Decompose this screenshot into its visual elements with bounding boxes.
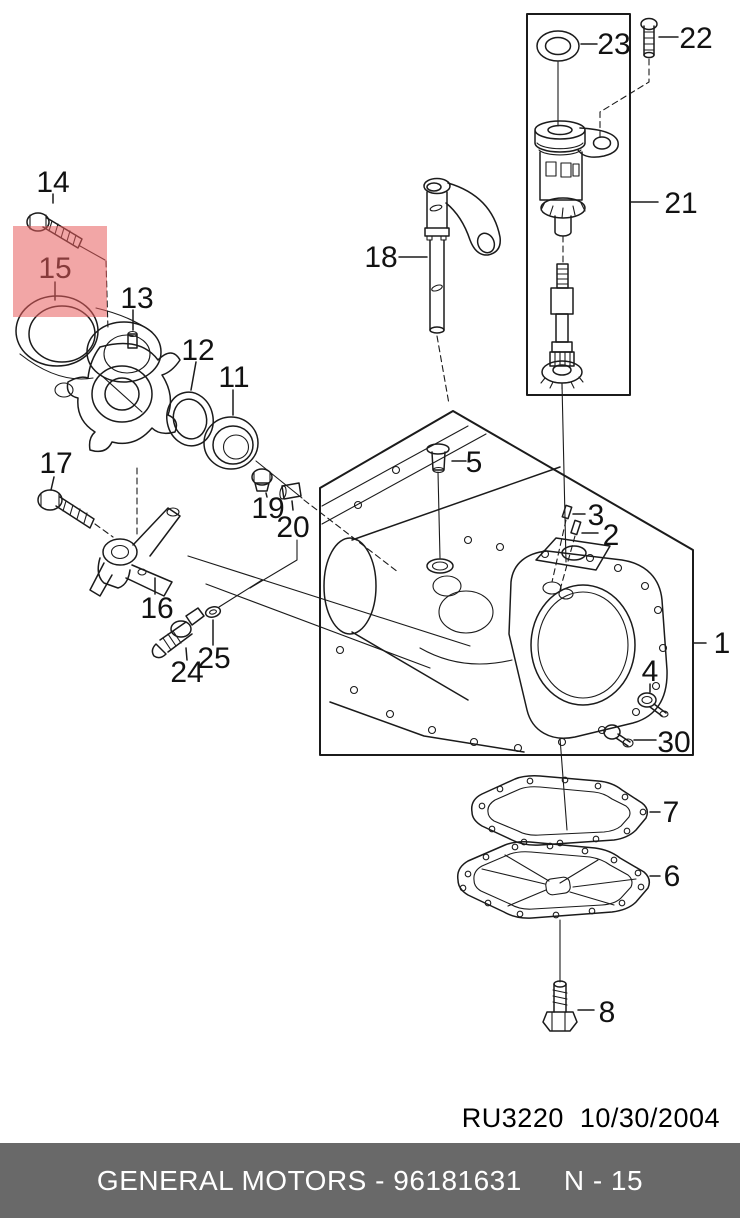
callout-16[interactable]: 16 xyxy=(140,592,173,625)
part-5-breather-plug xyxy=(426,443,467,574)
part-1-transaxle-case xyxy=(187,425,669,831)
part-7-pan-gasket xyxy=(470,775,661,847)
callout-3[interactable]: 3 xyxy=(588,499,605,532)
part-25-ring xyxy=(204,579,263,646)
part-6-oil-pan xyxy=(456,841,661,983)
part-1-case-box xyxy=(319,410,707,756)
callout-6[interactable]: 6 xyxy=(664,860,681,893)
highlight-part-15[interactable] xyxy=(13,226,107,317)
case-bolt-holes xyxy=(335,465,668,753)
drawing-date: 10/30/2004 xyxy=(579,1103,720,1133)
part-11-bearing xyxy=(203,389,303,499)
callout-labels: 1 2 3 4 5 6 7 8 11 12 13 14 15 16 17 18 … xyxy=(36,22,730,1029)
callout-20[interactable]: 20 xyxy=(276,511,309,544)
callout-19[interactable]: 19 xyxy=(251,492,284,525)
part-8-drain-bolt xyxy=(542,980,595,1032)
footer-brand-partnumber: GENERAL MOTORS - 96181631 xyxy=(96,1164,522,1196)
callout-8[interactable]: 8 xyxy=(599,996,616,1029)
part-21-speed-sensor-box xyxy=(526,13,679,563)
callout-23[interactable]: 23 xyxy=(597,28,630,61)
part-12-seal-ring xyxy=(166,361,214,447)
part-17-bolt xyxy=(37,476,114,538)
part-16-shift-fork xyxy=(89,467,181,597)
callout-30[interactable]: 30 xyxy=(657,726,690,759)
callout-2[interactable]: 2 xyxy=(603,519,620,552)
footer-bar: GENERAL MOTORS - 96181631 N - 15 xyxy=(0,1143,740,1218)
part-4-bolt xyxy=(637,683,669,718)
part-30-bolt xyxy=(603,724,657,748)
callout-17[interactable]: 17 xyxy=(39,447,72,480)
callout-18[interactable]: 18 xyxy=(364,241,397,274)
part-2-pin xyxy=(559,519,599,591)
callout-21[interactable]: 21 xyxy=(664,187,697,220)
part-20-pin xyxy=(249,482,302,589)
callout-14[interactable]: 14 xyxy=(36,166,69,199)
callout-11[interactable]: 11 xyxy=(218,361,249,394)
callout-1[interactable]: 1 xyxy=(714,627,731,660)
callout-13[interactable]: 13 xyxy=(120,282,153,315)
part-22-bolt xyxy=(599,17,679,139)
drawing-code: RU3220 xyxy=(461,1103,564,1133)
part-18-oil-guide-tube xyxy=(398,177,501,405)
drawing-stamp: RU3220 10/30/2004 xyxy=(462,1103,720,1134)
part-3-pin xyxy=(551,504,586,583)
part-13-bearing-hub xyxy=(54,309,181,453)
callout-22[interactable]: 22 xyxy=(679,22,712,55)
callout-24[interactable]: 24 xyxy=(170,656,203,689)
callout-25[interactable]: 25 xyxy=(197,642,230,675)
part-19-plug xyxy=(251,468,273,498)
callout-5[interactable]: 5 xyxy=(466,446,483,479)
callout-12[interactable]: 12 xyxy=(181,334,214,367)
callout-7[interactable]: 7 xyxy=(663,796,680,829)
part-24-switch xyxy=(151,607,205,661)
callout-4[interactable]: 4 xyxy=(642,655,659,688)
footer-page-ref: N - 15 xyxy=(563,1164,644,1196)
